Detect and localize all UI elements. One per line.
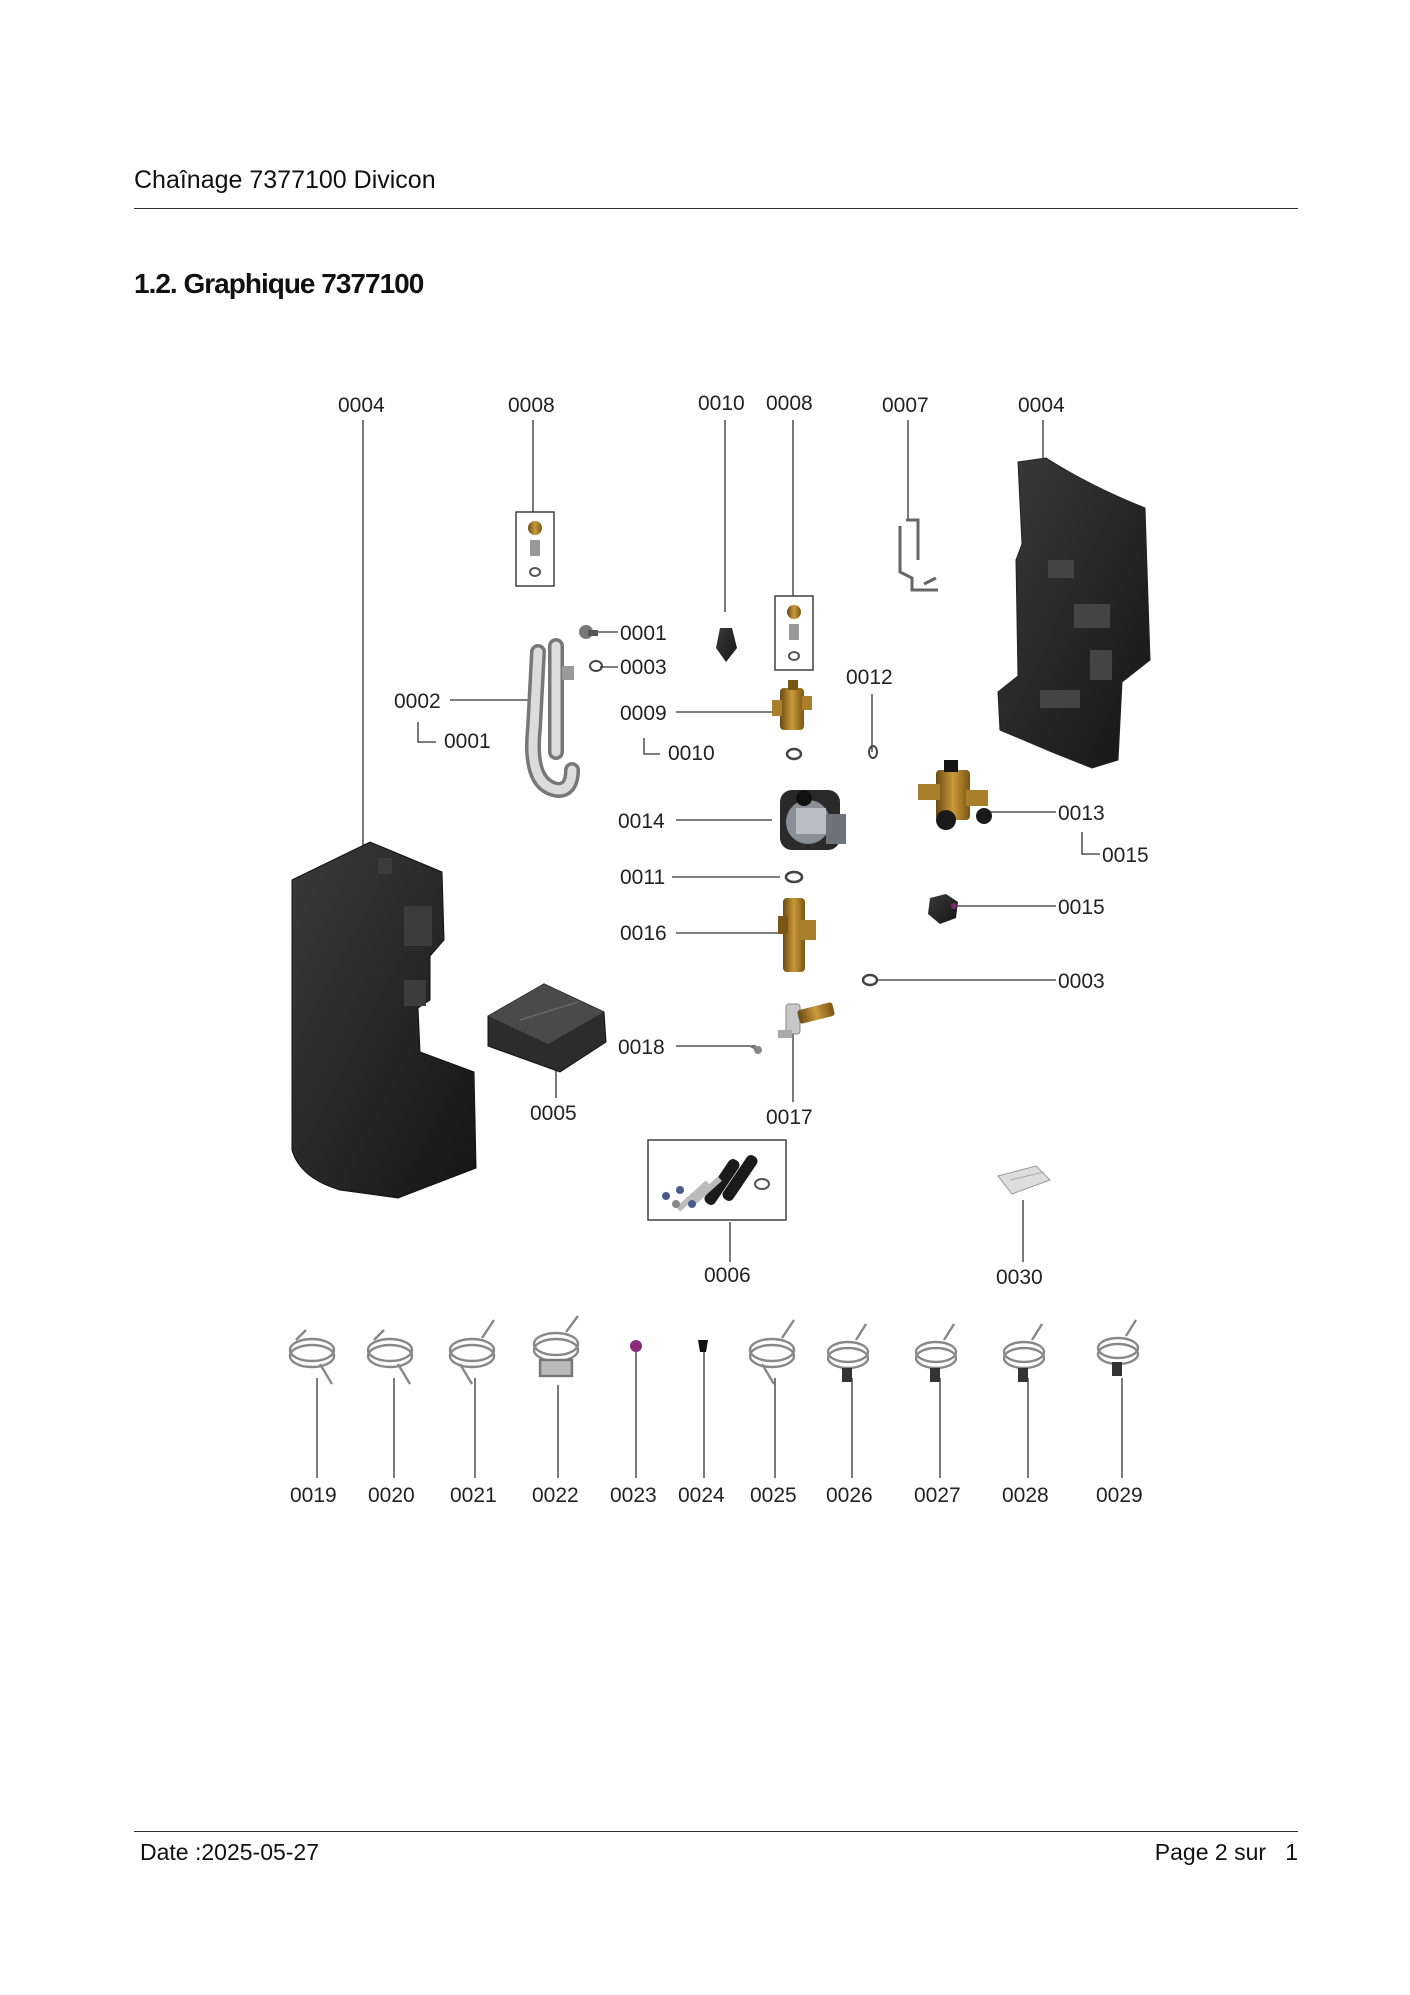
label-0010-top: 0010: [698, 392, 745, 415]
part-0008-kit-right: [774, 595, 814, 671]
leader-lines: [316, 420, 1123, 1478]
part-0024-plug: [698, 1340, 708, 1352]
label-0028: 0028: [1002, 1484, 1049, 1507]
part-0014-pump: [780, 790, 846, 850]
label-0021: 0021: [450, 1484, 497, 1507]
section-title: 1.2. Graphique 7377100: [134, 268, 424, 299]
label-0007: 0007: [882, 394, 929, 417]
part-0021-cable: [448, 1319, 496, 1385]
label-0016: 0016: [620, 922, 667, 945]
label-0001-bottom: 0001: [444, 730, 491, 753]
part-0007-bracket: [898, 518, 938, 592]
part-0013-manifold: [918, 760, 992, 830]
label-0005: 0005: [530, 1102, 577, 1125]
label-0022: 0022: [532, 1484, 579, 1507]
oring-under-0009: [785, 747, 803, 761]
back-panel-details: [1040, 560, 1112, 708]
part-0020-cable: [366, 1329, 414, 1385]
part-0030-card: [997, 1165, 1051, 1195]
label-0002: 0002: [394, 690, 441, 713]
part-0029-sensor: [1096, 1319, 1140, 1376]
part-0025-cable: [748, 1319, 796, 1385]
label-0023: 0023: [610, 1484, 657, 1507]
part-0022-harness: [532, 1315, 580, 1378]
part-0017-sensor-valve: [778, 1002, 835, 1038]
label-0011: 0011: [620, 866, 665, 889]
label-0004-left: 0004: [338, 394, 385, 417]
label-0010-bottom: 0010: [668, 742, 715, 765]
label-0029: 0029: [1096, 1484, 1143, 1507]
label-0026: 0026: [826, 1484, 873, 1507]
label-0003-top: 0003: [620, 656, 667, 679]
part-0012-oring: [868, 745, 878, 759]
part-0004-front-cover: [291, 841, 477, 1199]
label-0003-right: 0003: [1058, 970, 1105, 993]
part-0008-kit-left: [515, 511, 555, 587]
label-0009: 0009: [620, 702, 667, 725]
part-0015-cap: [928, 894, 958, 924]
part-0019-cable: [288, 1329, 336, 1385]
label-0001-top: 0001: [620, 622, 667, 645]
part-0023-cap: [630, 1340, 642, 1352]
front-cover-details: [378, 858, 432, 1006]
label-0008-left: 0008: [508, 394, 555, 417]
part-0002-pipe-assembly: [525, 638, 580, 799]
label-0018: 0018: [618, 1036, 665, 1059]
part-0028-sensor: [1002, 1323, 1046, 1382]
part-0005-lid: [487, 983, 607, 1073]
label-0015-top: 0015: [1102, 844, 1149, 867]
label-0006: 0006: [704, 1264, 751, 1287]
label-0012: 0012: [846, 666, 893, 689]
label-0030: 0030: [996, 1266, 1043, 1289]
footer-divider: [134, 1831, 1298, 1832]
part-0016-tee: [778, 898, 816, 972]
label-0020: 0020: [368, 1484, 415, 1507]
part-number-labels: 0004 0008 0010 0008 0007 0004 0001 0003 …: [290, 392, 1149, 1507]
label-0014: 0014: [618, 810, 665, 833]
part-0003-oring-right: [861, 973, 879, 987]
footer-date: Date :2025-05-27: [140, 1839, 320, 1865]
label-0025: 0025: [750, 1484, 797, 1507]
label-0024: 0024: [678, 1484, 725, 1507]
label-0017: 0017: [766, 1106, 813, 1129]
label-0015-bottom: 0015: [1058, 896, 1105, 919]
label-0019: 0019: [290, 1484, 337, 1507]
document-header-title: Chaînage 7377100 Divicon: [134, 166, 436, 194]
label-0027: 0027: [914, 1484, 961, 1507]
part-0006-accessory-kit: [647, 1139, 787, 1221]
part-0018-screw: [749, 1045, 762, 1054]
part-0027-sensor: [914, 1323, 958, 1382]
cable-row: [288, 1315, 1140, 1385]
part-0009-valve: [772, 680, 812, 730]
part-0010-knob: [716, 628, 737, 662]
footer-page-number: Page 2 sur 1: [1154, 1839, 1298, 1865]
label-0004-right: 0004: [1018, 394, 1065, 417]
part-0026-sensor: [826, 1323, 870, 1382]
label-0013: 0013: [1058, 802, 1105, 825]
label-0008-right: 0008: [766, 392, 813, 415]
part-0011-oring: [784, 870, 804, 884]
part-0001-fitting: [579, 625, 598, 639]
header-divider: [134, 208, 1298, 209]
part-0003-oring-top: [589, 660, 603, 672]
